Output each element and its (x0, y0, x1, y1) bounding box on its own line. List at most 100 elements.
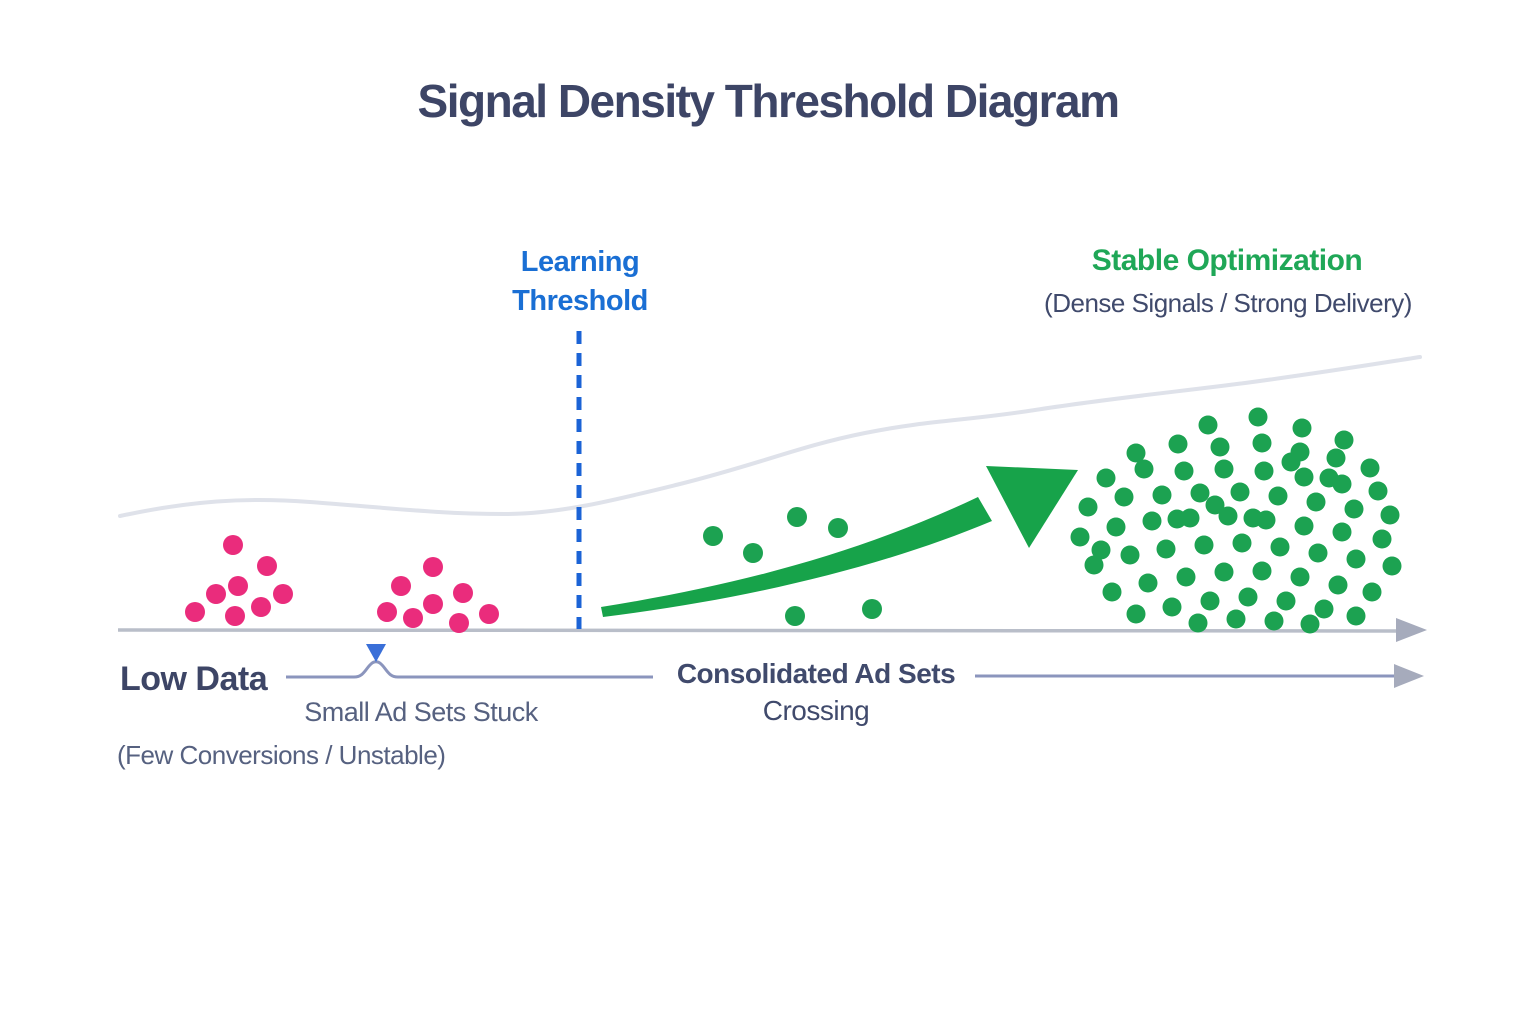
signal-dot-green (1334, 430, 1354, 450)
signal-dot-green (1162, 597, 1182, 617)
signal-dot-green (1194, 535, 1214, 555)
signal-dot-green (1120, 545, 1140, 565)
learning-threshold-line2: Threshold (512, 285, 648, 317)
consolidated-ad-sets-line1: Consolidated Ad Sets (676, 658, 956, 689)
stable-dot-cluster (1070, 407, 1402, 634)
signal-dot-green (1134, 459, 1154, 479)
signal-dot-green (703, 526, 723, 546)
signal-dot-green (1188, 613, 1208, 633)
learning-threshold-line1: Learning (520, 246, 640, 278)
signal-dot-green (1078, 497, 1098, 517)
signal-dot-green (1292, 418, 1312, 438)
signal-dot-pink (449, 613, 469, 633)
signal-dot-green (1226, 609, 1246, 629)
signal-dot-green (1190, 483, 1210, 503)
low-data-dot-cluster-right (377, 557, 499, 633)
signal-dot-green (1243, 508, 1263, 528)
signal-dot-green (1156, 539, 1176, 559)
signal-dot-green (1264, 611, 1284, 631)
small-ad-sets-range-line (286, 660, 653, 679)
signal-dot-green (1306, 492, 1326, 512)
signal-dot-pink (206, 584, 226, 604)
signal-dot-green (1102, 582, 1122, 602)
signal-dot-pink (423, 557, 443, 577)
signal-dot-green (1360, 458, 1380, 478)
signal-dot-green (1294, 467, 1314, 487)
signal-dot-green (1214, 459, 1234, 479)
signal-dot-green (1084, 555, 1104, 575)
signal-dot-green (1300, 614, 1320, 634)
signal-dot-pink (403, 608, 423, 628)
signal-dot-green (1091, 540, 1111, 560)
signal-dot-green (828, 518, 848, 538)
signal-dot-green (787, 507, 807, 527)
signal-dot-green (1114, 487, 1134, 507)
signal-dot-green (1198, 415, 1218, 435)
signal-dot-green (1346, 549, 1366, 569)
signal-dot-green (743, 543, 763, 563)
signal-dot-green (785, 606, 805, 626)
signal-dot-green (862, 599, 882, 619)
signal-dot-green (1070, 527, 1090, 547)
signal-dot-green (1230, 482, 1250, 502)
few-conversions-label: (Few Conversions / Unstable) (117, 740, 446, 770)
signal-dot-green (1176, 567, 1196, 587)
growth-arrow-head-icon (986, 466, 1078, 548)
growth-arrow-shaft (601, 497, 992, 617)
signal-dot-pink (273, 584, 293, 604)
signal-dot-green (1281, 452, 1301, 472)
threshold-pointer-icon (366, 644, 386, 662)
crossing-dot-cluster (703, 507, 882, 626)
timeline-axis (117, 628, 1399, 633)
signal-dot-green (1252, 433, 1272, 453)
signal-dot-green (1138, 573, 1158, 593)
consolidated-ad-sets-label: Consolidated Ad Sets Crossing (676, 658, 956, 727)
signal-dot-green (1238, 587, 1258, 607)
signal-dot-green (1290, 567, 1310, 587)
signal-dot-green (1368, 481, 1388, 501)
signal-dot-green (1252, 561, 1272, 581)
signal-dot-green (1152, 485, 1172, 505)
signal-dot-green (1362, 582, 1382, 602)
signal-dot-pink (391, 576, 411, 596)
signal-dot-green (1382, 556, 1402, 576)
signal-dot-green (1268, 486, 1288, 506)
consolidated-ad-sets-line2: Crossing (762, 695, 870, 726)
signal-dot-pink (228, 576, 248, 596)
signal-dot-green (1218, 506, 1238, 526)
signal-dot-green (1126, 604, 1146, 624)
signal-dot-green (1214, 562, 1234, 582)
signal-dot-green (1276, 591, 1296, 611)
signal-dot-green (1328, 575, 1348, 595)
signal-dot-green (1346, 606, 1366, 626)
signal-dot-green (1294, 516, 1314, 536)
learning-threshold-label: Learning Threshold (512, 243, 648, 321)
consolidated-range-arrowhead-icon (1394, 664, 1424, 688)
signal-dot-pink (479, 604, 499, 624)
signal-dot-pink (251, 597, 271, 617)
signal-dot-green (1167, 509, 1187, 529)
signal-dot-green (1326, 448, 1346, 468)
small-ad-sets-stuck-label: Small Ad Sets Stuck (304, 697, 538, 727)
signal-dot-green (1142, 511, 1162, 531)
signal-dot-pink (223, 535, 243, 555)
signal-wave-line (118, 355, 1422, 518)
signal-dot-green (1126, 443, 1146, 463)
signal-dot-green (1106, 517, 1126, 537)
signal-dot-pink (453, 583, 473, 603)
signal-dot-green (1308, 543, 1328, 563)
signal-dot-green (1380, 505, 1400, 525)
signal-dot-green (1372, 529, 1392, 549)
signal-dot-green (1200, 591, 1220, 611)
signal-dot-pink (257, 556, 277, 576)
signal-dot-green (1168, 434, 1188, 454)
signal-dot-green (1096, 468, 1116, 488)
signal-dot-green (1344, 499, 1364, 519)
stable-optimization-subtitle: (Dense Signals / Strong Delivery) (1044, 288, 1412, 318)
signal-dot-green (1210, 437, 1230, 457)
low-data-label: Low Data (120, 660, 268, 698)
signal-dot-pink (377, 602, 397, 622)
signal-dot-green (1314, 599, 1334, 619)
signal-dot-green (1332, 522, 1352, 542)
